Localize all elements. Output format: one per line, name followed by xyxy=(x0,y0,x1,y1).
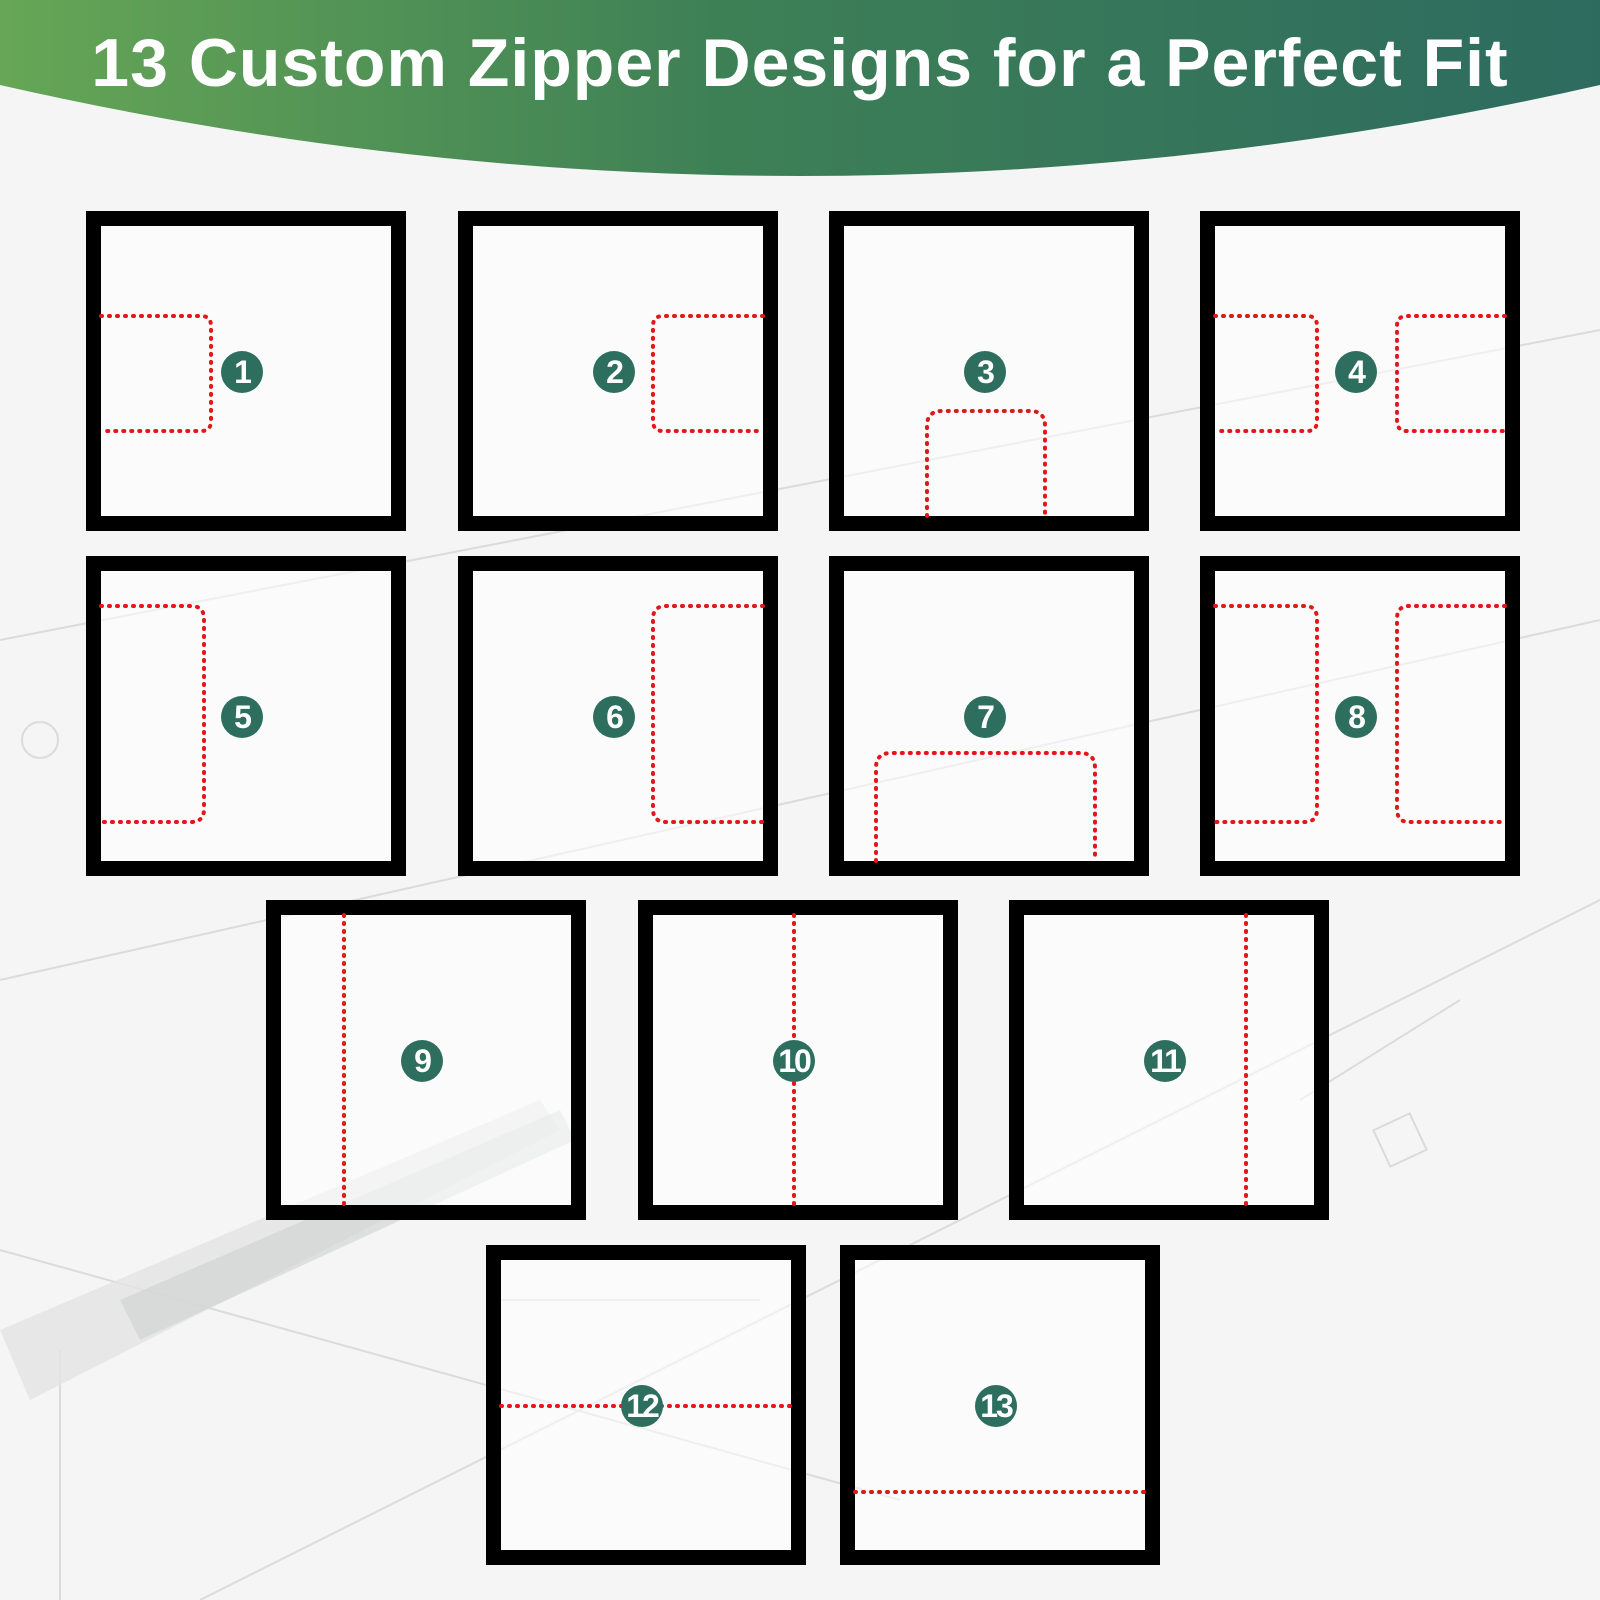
zipper-design-8-diagram xyxy=(1213,604,1507,824)
zipper-design-6-diagram xyxy=(651,604,765,824)
zipper-design-11: 11 xyxy=(1009,900,1329,1220)
design-number-badge: 10 xyxy=(773,1040,815,1082)
zipper-design-13: 13 xyxy=(840,1245,1160,1565)
design-number-badge: 4 xyxy=(1335,351,1377,393)
zipper-design-10: 10 xyxy=(638,900,958,1220)
design-number-badge: 5 xyxy=(221,696,263,738)
design-number-badge: 7 xyxy=(964,696,1006,738)
zipper-design-2-diagram xyxy=(651,314,765,433)
design-number-badge: 1 xyxy=(221,351,263,393)
design-number-badge: 3 xyxy=(964,351,1006,393)
title-banner xyxy=(0,0,1600,176)
zipper-design-12: 12 xyxy=(486,1245,806,1565)
zipper-design-8: 8 xyxy=(1200,556,1520,876)
zipper-design-2: 2 xyxy=(458,211,778,531)
zipper-design-3: 3 xyxy=(829,211,1149,531)
zipper-design-7-diagram xyxy=(874,751,1097,863)
zipper-design-6: 6 xyxy=(458,556,778,876)
zipper-design-13-diagram xyxy=(853,1490,1147,1494)
zipper-design-5: 5 xyxy=(86,556,406,876)
zipper-design-9: 9 xyxy=(266,900,586,1220)
zipper-design-4-diagram xyxy=(1213,314,1507,433)
page-title: 13 Custom Zipper Designs for a Perfect F… xyxy=(91,25,1509,101)
zipper-design-7: 7 xyxy=(829,556,1149,876)
zipper-design-1: 1 xyxy=(86,211,406,531)
zipper-design-3-diagram xyxy=(925,409,1047,518)
zipper-design-11-diagram xyxy=(1244,913,1248,1207)
zipper-design-9-diagram xyxy=(342,913,346,1207)
design-number-badge: 8 xyxy=(1335,696,1377,738)
design-number-badge: 12 xyxy=(621,1385,663,1427)
design-number-badge: 11 xyxy=(1144,1040,1186,1082)
design-number-badge: 13 xyxy=(975,1385,1017,1427)
design-number-badge: 2 xyxy=(593,351,635,393)
zipper-design-1-diagram xyxy=(99,314,213,433)
design-number-badge: 6 xyxy=(593,696,635,738)
zipper-design-5-diagram xyxy=(99,604,206,824)
design-number-badge: 9 xyxy=(401,1040,443,1082)
zipper-design-4: 4 xyxy=(1200,211,1520,531)
